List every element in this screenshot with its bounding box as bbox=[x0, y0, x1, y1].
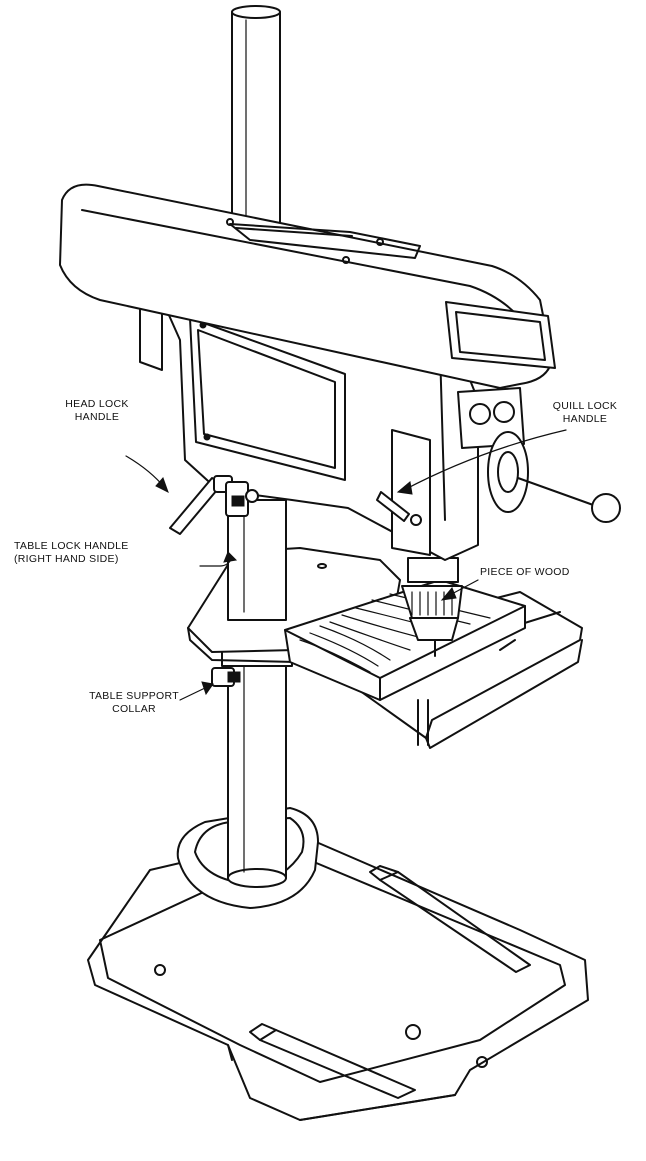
leader-lines bbox=[125, 429, 567, 701]
table-lock-handle-label-line1: TABLE LOCK HANDLE bbox=[14, 540, 129, 552]
table-support-collar-label-line2: COLLAR bbox=[112, 703, 156, 715]
base bbox=[87, 807, 589, 1121]
column-lower bbox=[227, 649, 287, 888]
piece-of-wood-label: PIECE OF WOOD bbox=[480, 566, 600, 579]
front-panel bbox=[445, 301, 556, 449]
table-lock-handle-label: TABLE LOCK HANDLE (RIGHT HAND SIDE) bbox=[14, 540, 204, 566]
head-lock-handle-label-line1: HEAD LOCK bbox=[65, 398, 129, 410]
piece-of-wood-label-text: PIECE OF WOOD bbox=[480, 566, 570, 578]
head-lock-handle bbox=[169, 475, 259, 535]
table-support-collar-label-line1: TABLE SUPPORT bbox=[89, 690, 179, 702]
table-support-collar-label: TABLE SUPPORT COLLAR bbox=[84, 690, 184, 716]
column-upper bbox=[231, 5, 281, 233]
quill-lock-handle-label-line1: QUILL LOCK bbox=[552, 400, 618, 412]
quill-lock-handle bbox=[376, 491, 422, 526]
feed-handle bbox=[487, 431, 621, 523]
quill-lock-handle-label-line2: HANDLE bbox=[562, 413, 608, 425]
table-lock-handle-label-line2: (RIGHT HAND SIDE) bbox=[14, 553, 119, 565]
head-lock-handle-label: HEAD LOCK HANDLE bbox=[54, 398, 140, 424]
head-lock-handle-label-line2: HANDLE bbox=[74, 411, 120, 423]
quill-lock-handle-label: QUILL LOCK HANDLE bbox=[540, 400, 630, 426]
